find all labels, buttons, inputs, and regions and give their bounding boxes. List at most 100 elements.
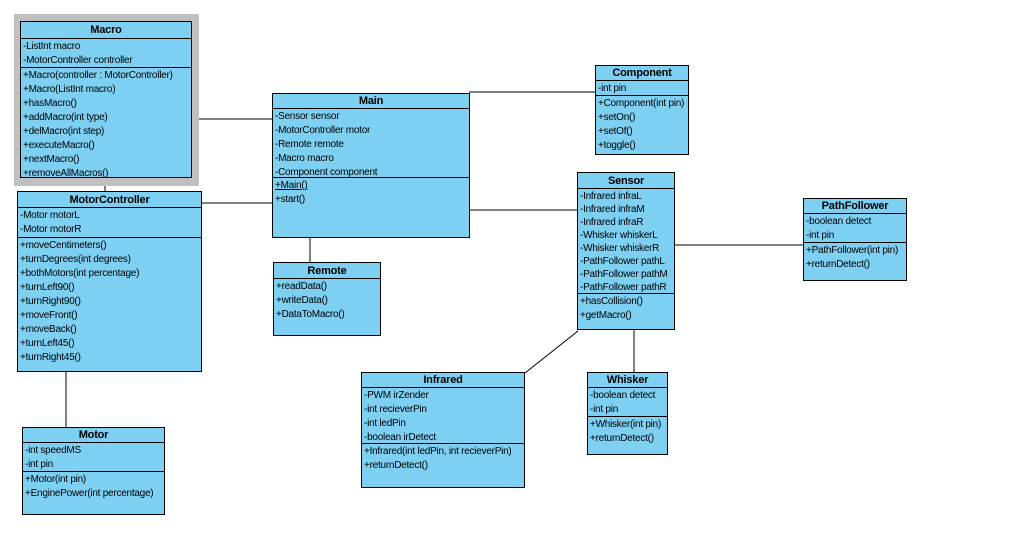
class-box-main[interactable]: Main -Sensor sensor-MotorController moto… bbox=[272, 93, 470, 238]
attribute-row: -PWM irZender bbox=[364, 390, 429, 401]
method-row: +setOf() bbox=[598, 126, 633, 137]
method-row: +DataToMacro() bbox=[276, 309, 345, 320]
methods-compartment: +Whisker(int pin)+returnDetect() bbox=[588, 416, 667, 454]
attributes-compartment: -int pin bbox=[596, 80, 688, 95]
methods-compartment: +PathFollower(int pin) +returnDetect() bbox=[804, 242, 906, 280]
method-row: +delMacro(int step) bbox=[23, 126, 105, 137]
methods-compartment: +readData() +writeData() +DataToMacro() bbox=[274, 278, 380, 335]
class-box-infrared[interactable]: Infrared -PWM irZender -int recieverPin -i… bbox=[361, 372, 525, 488]
methods-compartment: +Main() +start() bbox=[273, 177, 469, 237]
method-row: +turnDegrees(int degrees) bbox=[20, 254, 131, 265]
class-title: Main bbox=[358, 95, 384, 107]
method-row: +turnRight45() bbox=[20, 352, 81, 363]
method-row: +nextMacro() bbox=[23, 154, 80, 165]
method-row: +moveFront() bbox=[20, 310, 78, 321]
method-row: +Macro(ListInt macro) bbox=[23, 84, 116, 95]
class-title: Remote bbox=[307, 264, 347, 277]
attribute-row: -int recieverPin bbox=[364, 404, 427, 415]
method-row: +writeData() bbox=[276, 295, 328, 306]
class-box-motor[interactable]: Motor -int speedMS-int pin +Motor(int pi… bbox=[22, 427, 165, 515]
class-box-macro[interactable]: Macro -ListInt macro -MotorController con… bbox=[20, 21, 192, 181]
attribute-row: -PathFollower pathM bbox=[580, 269, 668, 280]
attribute-row: -Component component bbox=[275, 167, 378, 178]
attributes-compartment: -boolean detect-int pin bbox=[804, 213, 906, 242]
method-row: +Component(int pin) bbox=[598, 98, 685, 109]
methods-compartment: +Component(int pin) +setOn() +setOf() +togg… bbox=[596, 95, 688, 154]
attribute-row: -boolean irDetect bbox=[364, 432, 436, 443]
methods-compartment: +moveCentimeters() +turnDegrees(int degre… bbox=[18, 237, 201, 371]
class-box-pathfollower[interactable]: PathFollower -boolean detect-int pin +Pa… bbox=[803, 198, 907, 281]
class-box-component[interactable]: Component -int pin +Component(int pin) +s… bbox=[595, 65, 689, 155]
attribute-row: -PathFollower pathR bbox=[580, 282, 667, 293]
attribute-row: -Sensor sensor bbox=[275, 111, 340, 122]
attribute-row: -Remote remote bbox=[275, 139, 344, 150]
attribute-row: -int pin bbox=[25, 459, 54, 470]
method-row: +bothMotors(int percentage) bbox=[20, 268, 140, 279]
attribute-row: -Infrared infraL bbox=[580, 191, 642, 202]
method-row: +turnLeft90() bbox=[20, 282, 75, 293]
method-row: +hasCollision() bbox=[580, 296, 643, 307]
attribute-row: -Motor motorR bbox=[20, 224, 82, 235]
method-row: +turnLeft45() bbox=[20, 338, 75, 349]
method-row: +toggle() bbox=[598, 140, 636, 151]
attribute-row: -boolean detect bbox=[590, 390, 656, 401]
class-title: Whisker bbox=[606, 374, 649, 386]
method-row: +removeAllMacros() bbox=[23, 168, 109, 179]
method-row: +Infrared(int ledPin, int recieverPin) bbox=[364, 446, 512, 457]
class-box-sensor[interactable]: Sensor -Infrared infraL-Infrared infraM-… bbox=[577, 172, 675, 330]
attribute-row: -PathFollower pathL bbox=[580, 256, 665, 267]
method-row: +hasMacro() bbox=[23, 98, 77, 109]
attributes-compartment: -PWM irZender -int recieverPin -int ledPin… bbox=[362, 387, 524, 443]
class-title: Component bbox=[612, 67, 672, 79]
attributes-compartment: -int speedMS-int pin bbox=[23, 442, 164, 471]
class-box-remote[interactable]: Remote +readData() +writeData() +DataToMac… bbox=[273, 262, 381, 336]
method-row: +addMacro(int type) bbox=[23, 112, 108, 123]
class-title: Macro bbox=[90, 24, 122, 36]
selection-frame-macro: Macro -ListInt macro -MotorController con… bbox=[14, 14, 199, 186]
method-row: +EnginePower(int percentage) bbox=[25, 488, 154, 499]
class-box-motorcontroller[interactable]: MotorController -Motor motorL-Motor moto… bbox=[17, 191, 202, 372]
method-row: +returnDetect() bbox=[806, 259, 870, 270]
attribute-row: -ListInt macro bbox=[23, 41, 81, 52]
method-row: +setOn() bbox=[598, 112, 636, 123]
attributes-compartment: -Motor motorL -Motor motorR bbox=[18, 207, 201, 237]
class-title: PathFollower bbox=[821, 200, 889, 212]
class-title: MotorController bbox=[69, 193, 150, 206]
attribute-row: -MotorController controller bbox=[23, 55, 133, 66]
attribute-row: -int ledPin bbox=[364, 418, 406, 429]
attribute-row: -Whisker whiskerR bbox=[580, 243, 660, 254]
method-row: +Main() bbox=[275, 180, 308, 191]
class-box-whisker[interactable]: Whisker -boolean detect -int pin +Whisker… bbox=[587, 372, 668, 455]
class-title: Motor bbox=[78, 429, 109, 441]
method-row: +turnRight90() bbox=[20, 296, 81, 307]
class-title: Infrared bbox=[423, 374, 463, 386]
connector-sensor-infrared[interactable] bbox=[524, 330, 579, 374]
method-row: +Whisker(int pin) bbox=[590, 419, 662, 430]
attribute-row: -int pin bbox=[590, 404, 619, 415]
method-row: +start() bbox=[275, 194, 305, 205]
attribute-row: -Whisker whiskerL bbox=[580, 230, 658, 241]
method-row: +getMacro() bbox=[580, 310, 632, 321]
methods-compartment: +Motor(int pin) +EnginePower(int percenta… bbox=[23, 471, 164, 514]
method-row: +readData() bbox=[276, 281, 327, 292]
method-row: +moveCentimeters() bbox=[20, 240, 107, 251]
attribute-row: -int pin bbox=[598, 83, 627, 94]
attribute-row: -int pin bbox=[806, 230, 835, 241]
method-row: +Macro(controller : MotorController) bbox=[23, 70, 173, 81]
attributes-compartment: -Infrared infraL -Infrared infraM -Infrare… bbox=[578, 188, 674, 293]
method-row: +PathFollower(int pin) bbox=[806, 245, 899, 256]
method-row: +Motor(int pin) bbox=[25, 474, 86, 485]
attribute-row: -Macro macro bbox=[275, 153, 334, 164]
method-row: +moveBack() bbox=[20, 324, 77, 335]
attributes-compartment: -Sensor sensor-MotorController motor-Rem… bbox=[273, 108, 469, 178]
methods-compartment: +Infrared(int ledPin, int recieverPin)+r… bbox=[362, 443, 524, 487]
attribute-row: -Infrared infraM bbox=[580, 204, 645, 215]
methods-compartment: +hasCollision() +getMacro() bbox=[578, 293, 674, 329]
attribute-row: -Motor motorL bbox=[20, 210, 80, 221]
method-row: +executeMacro() bbox=[23, 140, 95, 151]
attribute-row: -Infrared infraR bbox=[580, 217, 644, 228]
attributes-compartment: -boolean detect -int pin bbox=[588, 387, 667, 416]
methods-compartment: +Macro(controller : MotorController) +Mac… bbox=[21, 67, 191, 181]
